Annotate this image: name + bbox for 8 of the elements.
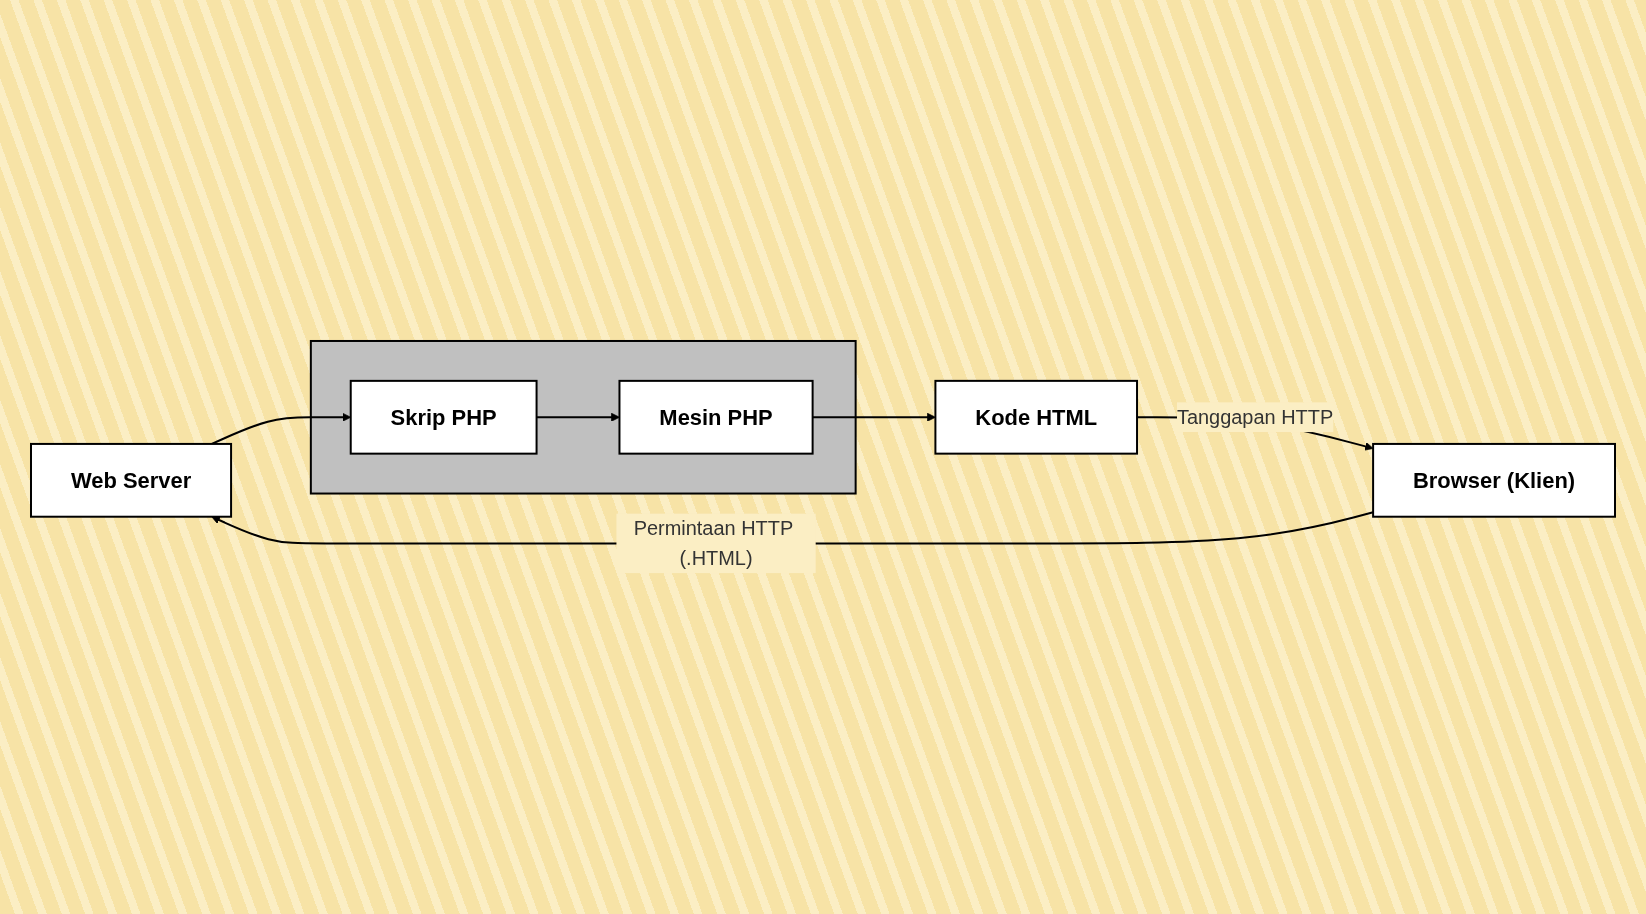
node-box: Web Server (30, 442, 233, 518)
node-box: Kode HTML (934, 379, 1139, 455)
edge-label: Tanggapan HTTP (1176, 406, 1334, 429)
cluster (309, 339, 857, 495)
edge-label: Permintaan HTTP (.HTML) (633, 517, 793, 570)
node-box: Mesin PHP (618, 379, 814, 455)
node-box: Browser (Klien) (1372, 442, 1616, 518)
node-box: Skrip PHP (349, 379, 538, 455)
